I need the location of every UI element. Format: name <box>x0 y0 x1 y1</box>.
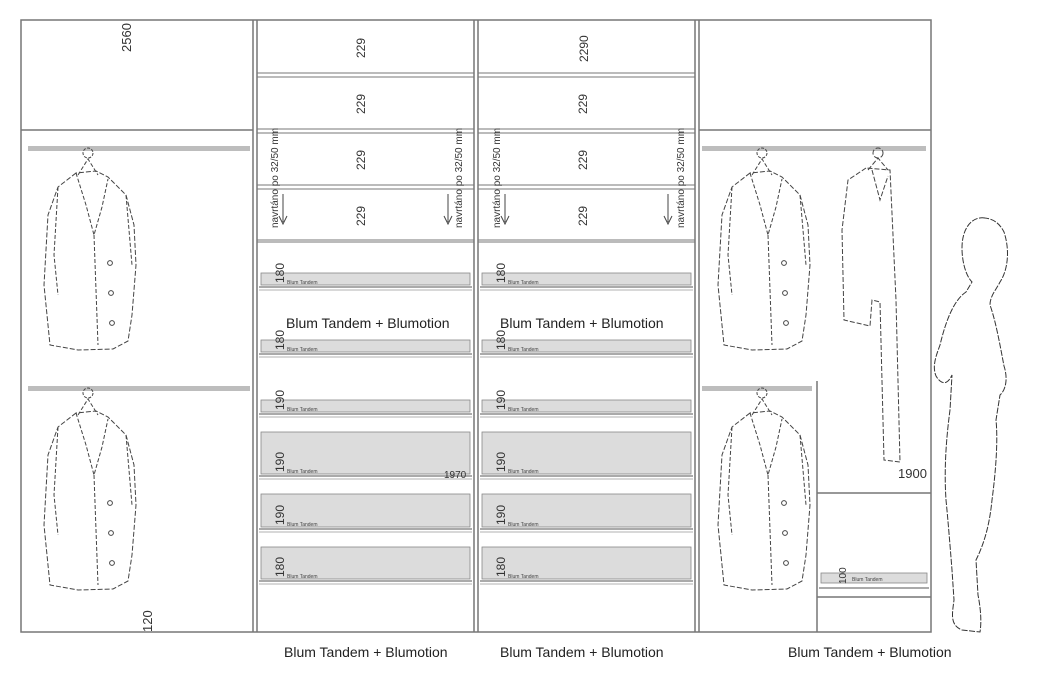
hanging-rod <box>28 386 250 391</box>
caption-col2-bottom: Blum Tandem + Blumotion <box>284 644 448 660</box>
pullout-dim: 180 <box>494 557 508 577</box>
dim-right-rod: 1900 <box>898 466 927 481</box>
pullout-label: Blum Tandem <box>287 574 317 580</box>
pullout-label: Blum Tandem <box>287 469 317 475</box>
caption-col3-mid: Blum Tandem + Blumotion <box>500 315 664 331</box>
pullout-dim: 190 <box>494 452 508 472</box>
drawer-dim: 229 <box>576 150 590 170</box>
pullout-label: Blum Tandem <box>852 577 882 583</box>
caption-col3-bottom: Blum Tandem + Blumotion <box>500 644 664 660</box>
drawer-dim: 229 <box>576 206 590 226</box>
coat-icon <box>43 147 137 351</box>
column-3: 2290 229 229 229 navrtáno po 32/50 mm na… <box>477 19 696 585</box>
dim-top-left: 2560 <box>119 23 134 52</box>
pullout-label: Blum Tandem <box>287 280 317 286</box>
pullout-dim: 190 <box>273 390 287 410</box>
pullout-label: Blum Tandem <box>508 574 538 580</box>
pullout-dim: 190 <box>273 505 287 525</box>
pullout-dim: 180 <box>273 557 287 577</box>
arrow-down-icon <box>663 193 673 225</box>
hanging-rod <box>28 146 250 151</box>
drawer-dim: 229 <box>576 94 590 114</box>
pullout-label: Blum Tandem <box>287 407 317 413</box>
column-1: 2560 120 <box>21 23 253 632</box>
pullout-label: Blum Tandem <box>287 347 317 353</box>
pullout-dim: 190 <box>273 452 287 472</box>
dim-lower-mid: 1970 <box>444 470 467 481</box>
caption-right-bottom: Blum Tandem + Blumotion <box>788 644 952 660</box>
caption-col2-mid: Blum Tandem + Blumotion <box>286 315 450 331</box>
hanging-rod <box>702 146 926 151</box>
pullout-dim: 180 <box>494 263 508 283</box>
pullout-dim: 180 <box>273 263 287 283</box>
drawer-dim: 229 <box>354 38 368 58</box>
pullout-label: Blum Tandem <box>508 469 538 475</box>
coat-icon <box>717 147 811 351</box>
coat-icon <box>717 387 811 591</box>
drawer-dim: 229 <box>354 206 368 226</box>
pullout-dim: 180 <box>273 330 287 350</box>
drilling-note: navrtáno po 32/50 mm <box>454 128 465 228</box>
pullout-label: Blum Tandem <box>508 522 538 528</box>
pullout-dim: 190 <box>494 505 508 525</box>
hanging-rod <box>702 386 812 391</box>
drilling-note: navrtáno po 32/50 mm <box>492 128 503 228</box>
pullout-label: Blum Tandem <box>287 522 317 528</box>
person-silhouette <box>933 217 1008 633</box>
pullout-label: Blum Tandem <box>508 347 538 353</box>
drawer-dim: 229 <box>354 94 368 114</box>
pullout-dim: 190 <box>494 390 508 410</box>
drawer-dim-top: 2290 <box>577 35 591 62</box>
long-coat-icon <box>841 147 901 463</box>
pullout-dim: 100 <box>838 567 849 584</box>
drilling-note: navrtáno po 32/50 mm <box>676 128 687 228</box>
coat-icon <box>43 387 137 591</box>
drawer-dim: 229 <box>354 150 368 170</box>
pullout-label: Blum Tandem <box>508 280 538 286</box>
arrow-down-icon <box>443 193 453 225</box>
column-2: 229 229 229 229 navrtáno po 32/50 mm nav… <box>256 19 475 585</box>
pullout-label: Blum Tandem <box>508 407 538 413</box>
pullout-dim: 180 <box>494 330 508 350</box>
cabinet-outline <box>20 19 932 633</box>
dim-bottom-left: 120 <box>140 610 155 632</box>
drilling-note: navrtáno po 32/50 mm <box>270 128 281 228</box>
